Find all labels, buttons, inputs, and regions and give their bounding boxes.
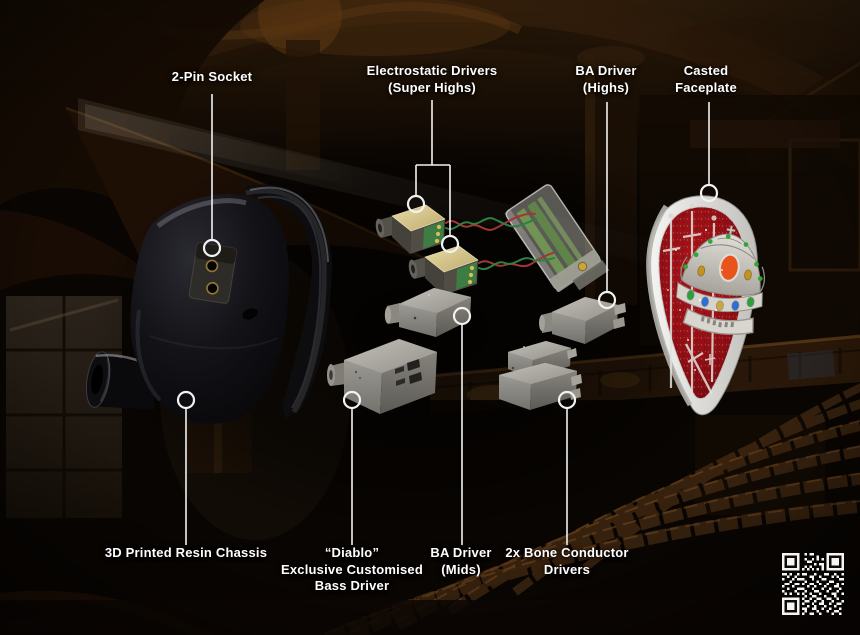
driver-wires	[445, 212, 555, 271]
marker-faceplate	[699, 183, 719, 203]
marker-bone	[557, 390, 577, 410]
leader-lines	[176, 94, 719, 545]
pin-hole	[206, 281, 219, 295]
label-electrostatic-drivers: Electrostatic Drivers (Super Highs)	[366, 63, 498, 95]
bass-driver	[327, 338, 438, 414]
shell-body	[130, 194, 290, 424]
label-ba-driver-highs: BA Driver (Highs)	[575, 63, 637, 95]
marker-electrostatic-1	[406, 194, 426, 214]
bass-vent	[407, 359, 420, 371]
qr-code	[782, 553, 844, 615]
faceplate-banner	[682, 307, 754, 335]
ba-driver-highs	[539, 296, 626, 344]
faceplate	[646, 195, 766, 416]
shell-ear-hook	[244, 184, 332, 418]
electrostatic-driver-block	[504, 184, 610, 292]
marker-ba-highs	[597, 290, 617, 310]
label-bone-conductor-drivers: 2x Bone Conductor Drivers	[505, 545, 629, 577]
iem-shell	[85, 184, 332, 424]
label-bass-driver: “Diablo” Exclusive Customised Bass Drive…	[281, 545, 423, 593]
pin-hole	[205, 259, 219, 273]
marker-electrostatic-2	[440, 234, 460, 254]
faceplate-crown	[676, 225, 766, 313]
faceplate-sparkles	[667, 228, 723, 371]
marker-chassis	[176, 390, 196, 410]
label-resin-chassis: 3D Printed Resin Chassis	[104, 545, 268, 560]
two-pin-socket	[188, 242, 237, 304]
bass-vent	[409, 372, 422, 384]
gold-dot	[577, 261, 588, 272]
leader-electrostatic	[415, 100, 451, 236]
marker-bass	[342, 390, 362, 410]
label-2-pin-socket: 2-Pin Socket	[171, 69, 253, 84]
bone-conductor-drivers	[498, 340, 582, 410]
label-casted-faceplate: Casted Faceplate	[675, 63, 737, 95]
electrostatic-driver-1	[375, 204, 446, 254]
crown-center-gem	[718, 253, 740, 282]
marker-2-pin-socket	[202, 238, 222, 258]
label-ba-driver-mids: BA Driver (Mids)	[430, 545, 492, 577]
shell-vent-hole	[242, 308, 258, 320]
marker-ba-mids	[452, 306, 472, 326]
